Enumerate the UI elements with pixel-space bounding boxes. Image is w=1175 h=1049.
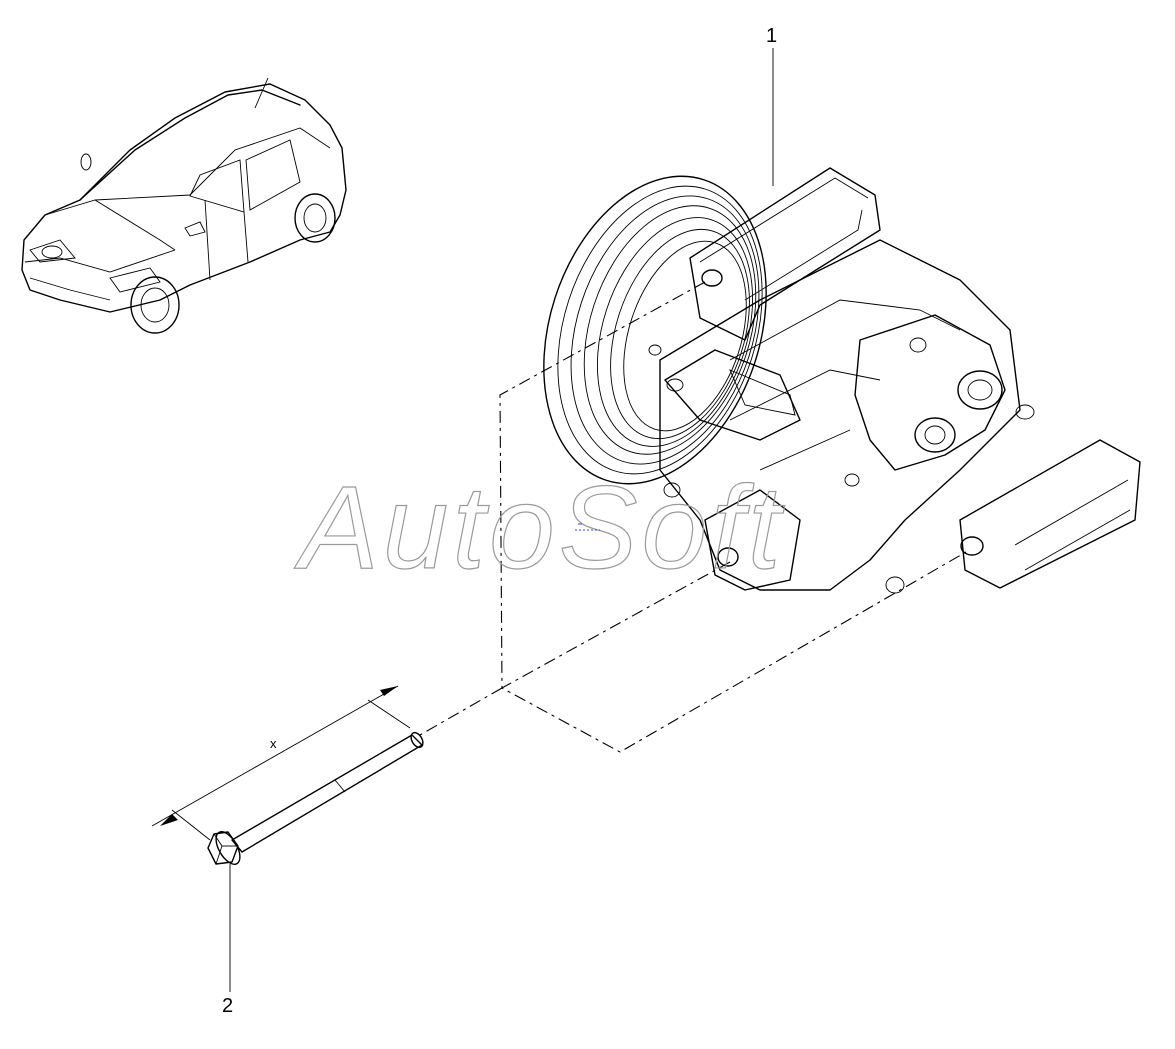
watermark: AutoSoft <box>294 462 785 594</box>
bolt-length-dimension: x <box>151 685 411 841</box>
assembly-centerlines <box>419 281 967 753</box>
ac-compressor <box>543 167 1141 594</box>
callout-1: 1 <box>766 25 777 186</box>
callout-2: 2 <box>222 864 233 1017</box>
callout-label-2: 2 <box>222 995 233 1017</box>
compressor-pulley <box>543 175 767 485</box>
callout-label-1: 1 <box>766 25 777 47</box>
center-marker <box>575 523 600 531</box>
mounting-bolt <box>207 731 424 865</box>
vehicle-thumbnail <box>21 77 347 334</box>
dimension-label: x <box>270 736 277 751</box>
